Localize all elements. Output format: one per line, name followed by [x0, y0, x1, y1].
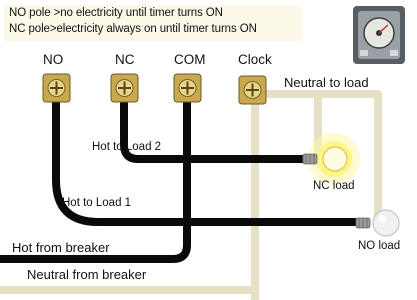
label-hot-from-breaker: Hot from breaker — [12, 240, 110, 255]
note-line-no-pole: NO pole >no electricity until timer turn… — [9, 7, 223, 19]
neutral-to-load-wire — [251, 90, 382, 226]
lit-bulb-icon — [302, 133, 360, 185]
terminal-label-clock: Clock — [238, 52, 272, 67]
label-hot-to-load-1: Hot to Load 1 — [62, 197, 132, 209]
terminal-label-com: COM — [174, 52, 206, 67]
label-nc-load: NC load — [313, 180, 355, 192]
screw-terminal-icon — [42, 73, 71, 103]
terminal-label-no: NO — [43, 52, 64, 67]
timer-switch-icon — [353, 6, 405, 64]
note-line-nc-pole: NC pole>electricity always on until time… — [9, 23, 257, 35]
screw-terminal-icon — [173, 73, 202, 103]
label-neutral-from-breaker: Neutral from breaker — [27, 267, 147, 282]
hot-from-breaker-wire — [0, 99, 191, 263]
screw-terminal-icon — [110, 73, 139, 103]
info-note — [4, 5, 302, 41]
hot-to-load-2-wire — [120, 99, 307, 163]
screw-terminal-icon — [238, 75, 267, 105]
hot-to-load-1-wire — [52, 99, 359, 226]
hot-wires — [0, 99, 359, 263]
label-neutral-to-load: Neutral to load — [284, 75, 369, 90]
unlit-bulb-icon — [355, 209, 400, 237]
terminal-label-nc: NC — [115, 52, 135, 67]
label-hot-to-load-2: Hot to Load 2 — [92, 141, 162, 153]
label-no-load: NO load — [358, 240, 401, 252]
